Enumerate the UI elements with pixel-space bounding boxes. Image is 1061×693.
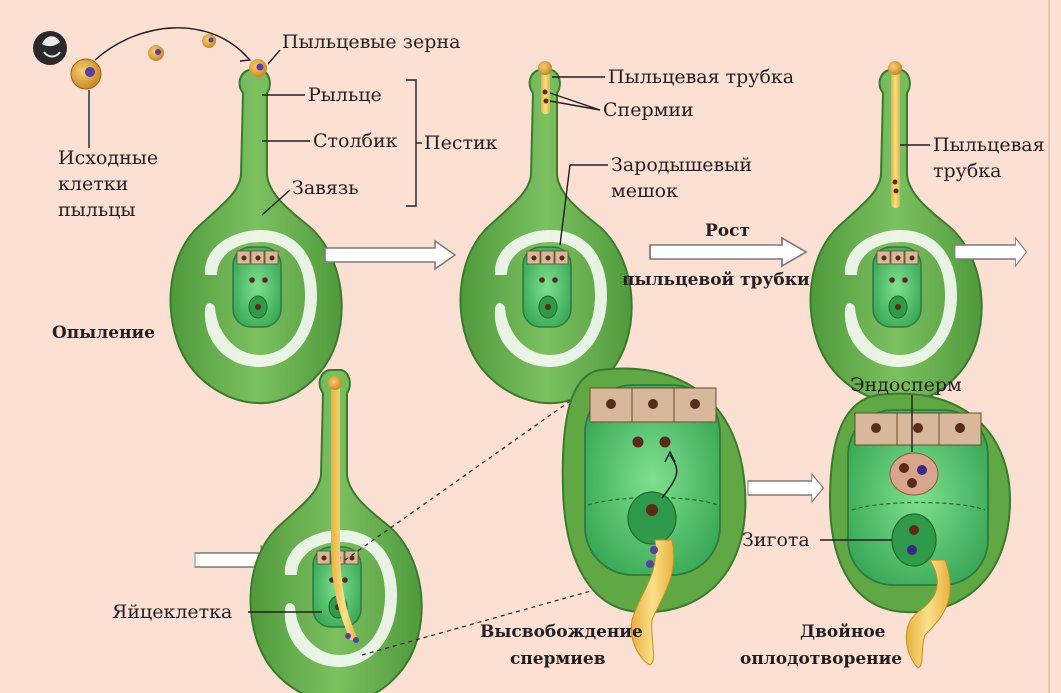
- label-embryo-sac-1: Зародышевый: [611, 154, 752, 176]
- sperm-cell: [894, 189, 899, 194]
- long-pollen-tube: [891, 72, 900, 208]
- label-mother-cells-2: клетки: [58, 173, 128, 195]
- label-pistil: Пестик: [424, 132, 498, 154]
- label-pollen-grains: Пыльцевые зерна: [282, 31, 460, 53]
- label-double-fertilization-2: оплодотворение: [740, 649, 902, 669]
- label-pollen-tube: Пыльцевая трубка: [608, 66, 794, 88]
- label-zygote: Зигота: [742, 529, 810, 551]
- sperm-cell: [345, 633, 351, 639]
- bee-icon: [33, 31, 67, 65]
- label-ovary: Завязь: [292, 177, 359, 199]
- label-tube-growth-2: пыльцевой трубки: [622, 270, 810, 290]
- pollen-grain: [538, 61, 552, 75]
- label-stigma: Рыльце: [308, 84, 382, 106]
- label-sperm: Спермии: [603, 99, 694, 121]
- label-double-fertilization-1: Двойное: [800, 622, 886, 642]
- label-pollination: Опыление: [52, 323, 155, 343]
- label-mother-cells-3: пыльцы: [58, 199, 136, 221]
- label-embryo-sac-2: мешок: [611, 180, 678, 202]
- label-sperm-release-2: спермиев: [510, 649, 606, 669]
- sperm-cell: [893, 180, 898, 185]
- label-mother-cells-1: Исходные: [58, 147, 158, 169]
- pollen-on-stigma: [249, 59, 267, 77]
- label-pollen-tube-stacked-1: Пыльцевая: [933, 134, 1045, 156]
- label-pollen-tube-stacked-2: трубка: [933, 160, 1002, 182]
- pollen-grain: [328, 376, 342, 390]
- label-sperm-release-1: Высвобождение: [480, 622, 643, 642]
- label-style: Столбик: [313, 130, 398, 152]
- sperm-cell: [544, 99, 549, 104]
- label-tube-growth-1: Рост: [705, 221, 750, 241]
- sperm-cell: [543, 90, 548, 95]
- label-endosperm: Эндосперм: [850, 374, 962, 396]
- pollen-grain: [888, 61, 902, 75]
- label-egg-cell: Яйцеклетка: [112, 601, 232, 623]
- sperm-cell: [353, 637, 359, 643]
